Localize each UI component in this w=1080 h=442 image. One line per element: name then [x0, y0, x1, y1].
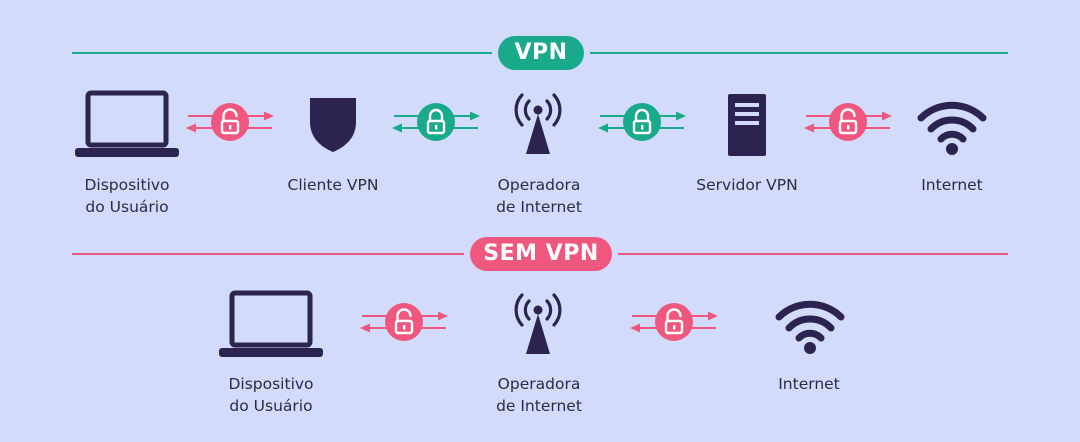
antenna-icon [514, 293, 562, 354]
shield-icon [310, 98, 356, 152]
vpn-node-vpn-server: Servidor VPN [667, 174, 827, 196]
no-vpn-divider-left [72, 253, 464, 255]
node-label-line2: de Internet [496, 198, 582, 216]
vpn-connection-1 [186, 103, 274, 141]
vpn-node-user-device: Dispositivo do Usuário [47, 174, 207, 218]
wifi-icon [917, 101, 987, 155]
vpn-divider-left [72, 52, 492, 54]
vpn-connection-4 [804, 103, 892, 141]
node-label-line2: do Usuário [229, 397, 313, 415]
node-label-line1: Operadora [497, 375, 581, 393]
no-vpn-divider-right [618, 253, 1008, 255]
no-vpn-connection-1 [360, 303, 448, 341]
unlocked-padlock-icon [664, 308, 684, 335]
no-vpn-connection-2 [630, 303, 718, 341]
vpn-node-isp: Operadora de Internet [459, 174, 619, 218]
locked-padlock-icon [632, 108, 652, 135]
unlocked-padlock-icon [394, 308, 414, 335]
node-label-line1: Servidor VPN [696, 176, 798, 194]
vpn-divider-right [590, 52, 1008, 54]
laptop-icon [75, 90, 179, 157]
node-label-line1: Internet [921, 176, 983, 194]
vpn-connection-3 [598, 103, 686, 141]
node-label-line1: Operadora [497, 176, 581, 194]
no-vpn-node-isp: Operadora de Internet [459, 373, 619, 417]
antenna-icon [514, 93, 562, 154]
wifi-icon [775, 300, 845, 354]
vpn-title: VPN [498, 36, 584, 70]
vpn-connection-2 [392, 103, 480, 141]
vpn-node-internet: Internet [872, 174, 1032, 196]
node-label-line1: Dispositivo [228, 375, 314, 393]
node-label-line1: Internet [778, 375, 840, 393]
laptop-icon [219, 290, 323, 357]
no-vpn-node-user-device: Dispositivo do Usuário [191, 373, 351, 417]
no-vpn-node-internet: Internet [729, 373, 889, 395]
node-label-line1: Dispositivo [84, 176, 170, 194]
unlocked-padlock-icon [220, 108, 240, 135]
unlocked-padlock-icon [838, 108, 858, 135]
node-label-line2: de Internet [496, 397, 582, 415]
server-icon [728, 94, 766, 156]
vpn-node-vpn-client: Cliente VPN [253, 174, 413, 196]
no-vpn-title: SEM VPN [470, 237, 612, 271]
node-label-line2: do Usuário [85, 198, 169, 216]
node-label-line1: Cliente VPN [287, 176, 379, 194]
locked-padlock-icon [426, 108, 446, 135]
